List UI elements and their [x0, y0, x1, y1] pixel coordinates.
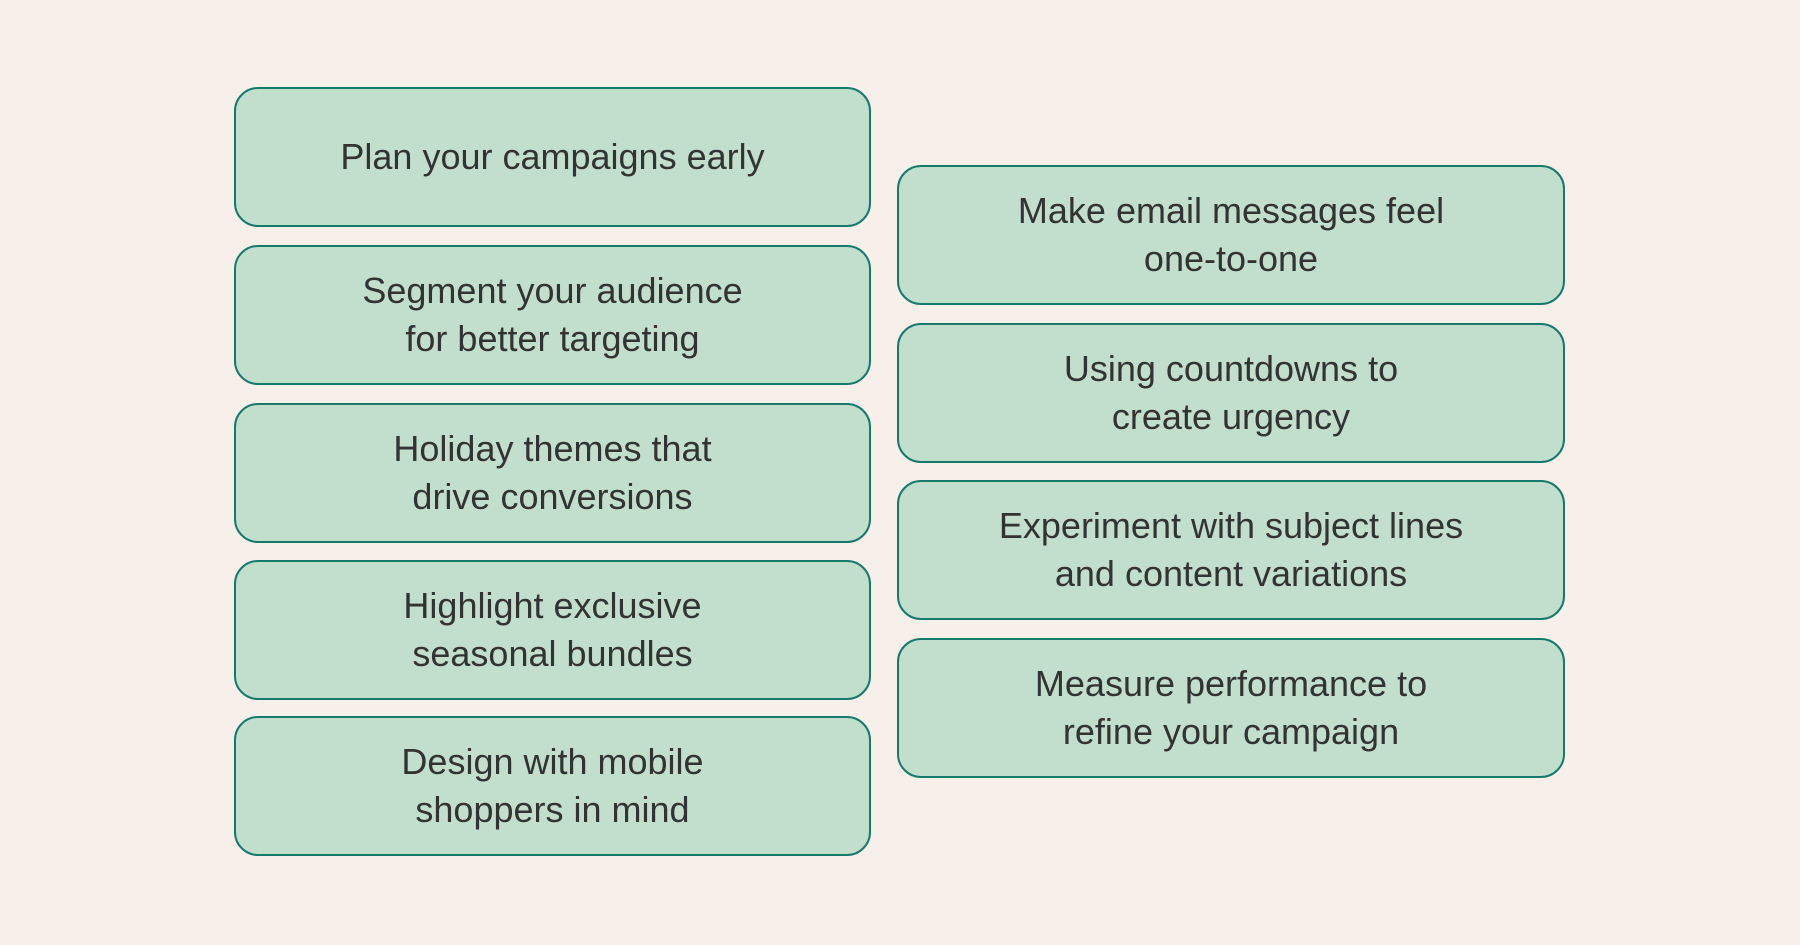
tip-card-label: Plan your campaigns early [340, 136, 765, 177]
tip-card-mobile-shoppers: Design with mobile shoppers in mind [234, 716, 871, 856]
tip-card-plan-campaigns: Plan your campaigns early [234, 87, 871, 227]
tip-card-label: Design with mobile shoppers in mind [401, 741, 704, 830]
tip-card-segment-audience: Segment your audience for better targeti… [234, 245, 871, 385]
tip-card-label: Experiment with subject lines and conten… [998, 505, 1464, 594]
tip-card-countdowns: Using countdowns to create urgency [897, 323, 1565, 463]
tip-card-holiday-themes: Holiday themes that drive conversions [234, 403, 871, 543]
tip-card-label: Using countdowns to create urgency [1063, 348, 1399, 437]
tip-card-measure-performance: Measure performance to refine your campa… [897, 638, 1565, 778]
tip-card-label: Highlight exclusive seasonal bundles [403, 585, 702, 674]
tip-card-one-to-one: Make email messages feel one-to-one [897, 165, 1565, 305]
tip-card-seasonal-bundles: Highlight exclusive seasonal bundles [234, 560, 871, 700]
tip-card-label: Segment your audience for better targeti… [362, 270, 743, 359]
tip-card-label: Holiday themes that drive conversions [393, 428, 712, 517]
tip-card-experiment: Experiment with subject lines and conten… [897, 480, 1565, 620]
tip-card-label: Make email messages feel one-to-one [1017, 190, 1445, 279]
tip-card-label: Measure performance to refine your campa… [1034, 663, 1428, 752]
